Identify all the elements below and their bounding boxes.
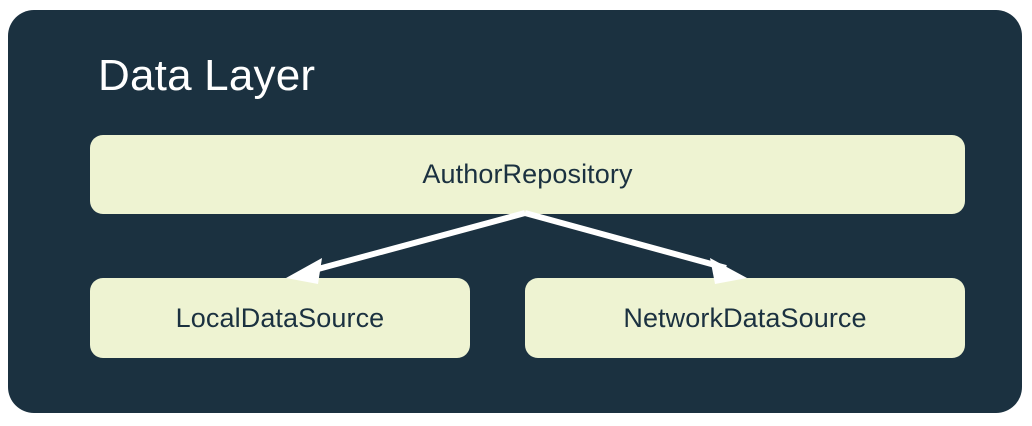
node-network-data-source[interactable]: NetworkDataSource [525, 278, 965, 358]
node-author-repository[interactable]: AuthorRepository [90, 135, 965, 214]
node-local-data-source-label: LocalDataSource [175, 302, 385, 333]
page-title: Data Layer [98, 51, 316, 100]
node-network-data-source-label: NetworkDataSource [623, 302, 867, 333]
node-author-repository-label: AuthorRepository [422, 159, 633, 189]
node-local-data-source[interactable]: LocalDataSource [90, 278, 470, 358]
